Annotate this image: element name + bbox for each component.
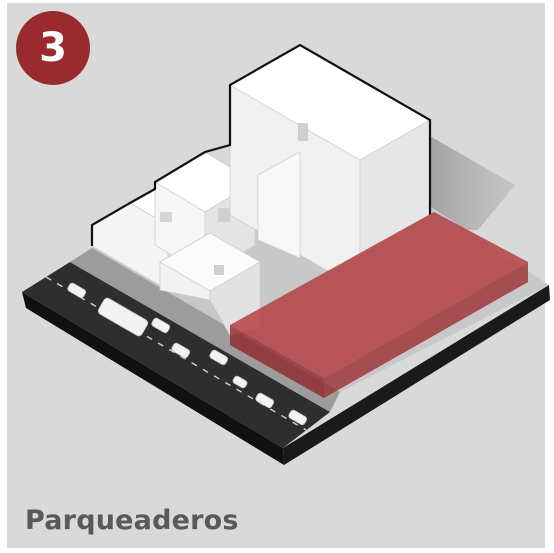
building-shadow bbox=[428, 135, 515, 230]
base-left-edge bbox=[22, 292, 284, 465]
caption-label: Parqueaderos bbox=[25, 505, 239, 536]
step-number: 3 bbox=[39, 25, 67, 71]
sidewalk bbox=[70, 248, 340, 412]
car bbox=[232, 375, 248, 389]
car bbox=[171, 342, 191, 359]
buildings-outline bbox=[90, 43, 432, 246]
car bbox=[255, 392, 275, 409]
parking-lot-highlight bbox=[230, 212, 528, 398]
car bbox=[67, 282, 87, 299]
step-number-badge: 3 bbox=[16, 11, 90, 85]
bus bbox=[97, 297, 149, 337]
base-right-edge bbox=[283, 285, 550, 465]
car bbox=[209, 349, 229, 366]
buildings bbox=[91, 44, 431, 336]
vehicles bbox=[67, 282, 308, 426]
car bbox=[151, 317, 171, 334]
car bbox=[288, 409, 308, 426]
